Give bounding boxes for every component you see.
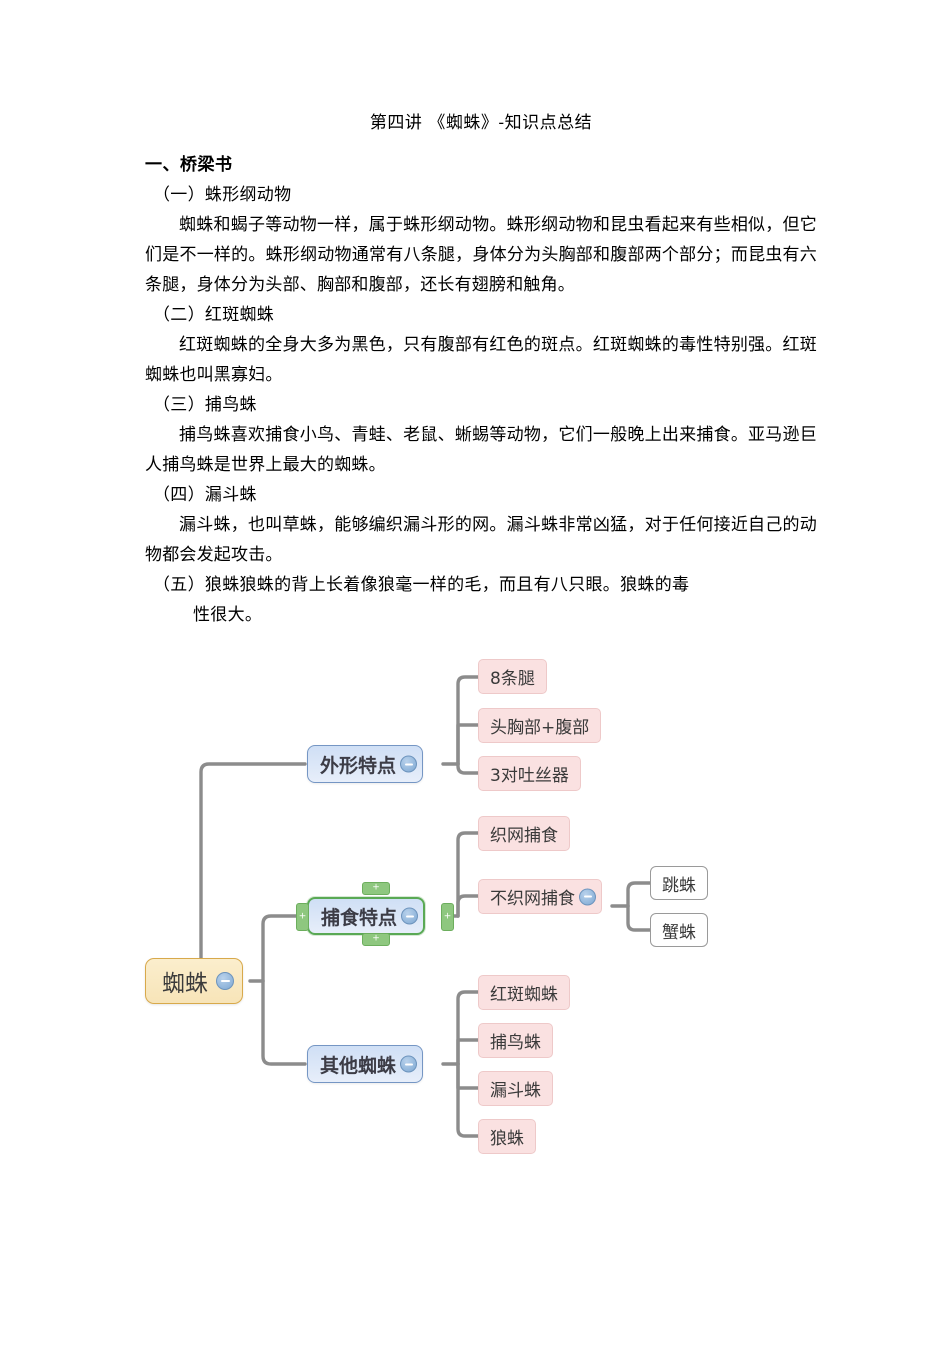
add-sibling-handle-left[interactable]: + — [296, 903, 309, 931]
mindmap-leaf-cephalothorax-abdomen[interactable]: 头胸部+腹部 — [478, 708, 602, 743]
mindmap-leaf-label: 漏斗蛛 — [490, 1081, 541, 1101]
subsection-body-4: 漏斗蛛，也叫草蛛，能够编织漏斗形的网。漏斗蛛非常凶猛，对于任何接近自己的动物都会… — [145, 515, 817, 565]
mindmap-branch-label: 外形特点 — [320, 754, 397, 777]
subsection-heading-4: （四）漏斗蛛 — [153, 485, 257, 505]
mindmap-node-other-spiders[interactable]: 其他蜘蛛 — [307, 1045, 424, 1083]
collapse-minus-icon[interactable] — [401, 907, 419, 925]
mindmap-branch-label: 其他蜘蛛 — [320, 1054, 397, 1077]
section-heading: 一、桥梁书 — [145, 155, 233, 175]
subsection-5-line-2: 性很大。 — [193, 605, 263, 625]
plus-icon: + — [372, 933, 380, 944]
mindmap-leaf-non-web-hunting[interactable]: 不织网捕食 — [478, 879, 602, 914]
mindmap-leaf-jumping-spider[interactable]: 跳蛛 — [650, 866, 708, 900]
mindmap-leaf-label: 捕鸟蛛 — [490, 1033, 541, 1053]
mindmap-leaf-redback-spider[interactable]: 红斑蜘蛛 — [478, 975, 570, 1010]
subsection-heading-3: （三）捕鸟蛛 — [153, 395, 257, 415]
subsection-heading-1: （一）蛛形纲动物 — [153, 185, 292, 205]
subsection-body-1: 蜘蛛和蝎子等动物一样，属于蛛形纲动物。蛛形纲动物和昆虫看起来有些相似，但它们是不… — [145, 215, 817, 295]
add-sibling-handle-bottom[interactable]: + — [362, 933, 390, 946]
plus-icon: + — [372, 882, 380, 893]
mindmap-leaf-crab-spider[interactable]: 蟹蛛 — [650, 913, 708, 947]
collapse-minus-icon[interactable] — [400, 755, 418, 773]
page-title: 第四讲 《蜘蛛》-知识点总结 — [369, 113, 593, 133]
plus-icon: + — [443, 911, 452, 921]
mindmap-leaf-web-hunting[interactable]: 织网捕食 — [478, 816, 570, 851]
mindmap-node-feeding[interactable]: 捕食特点 — [307, 897, 426, 935]
collapse-minus-icon[interactable] — [400, 1055, 418, 1073]
add-sibling-handle-top[interactable]: + — [362, 882, 390, 895]
document-body: 第四讲 《蜘蛛》-知识点总结 一、桥梁书 （一）蛛形纲动物 蜘蛛和蝎子等动物一样… — [145, 108, 817, 630]
mindmap-leaf-label: 蟹蛛 — [662, 922, 696, 943]
subsection-heading-2: （二）红斑蜘蛛 — [153, 305, 275, 325]
mindmap-leaf-tarantula[interactable]: 捕鸟蛛 — [478, 1023, 553, 1058]
collapse-minus-icon[interactable] — [216, 972, 234, 990]
mindmap-leaf-8-legs[interactable]: 8条腿 — [478, 659, 547, 694]
mindmap-leaf-label: 狼蛛 — [490, 1129, 524, 1149]
mindmap-leaf-wolf-spider[interactable]: 狼蛛 — [478, 1119, 536, 1154]
mindmap-leaf-label: 不织网捕食 — [490, 889, 575, 909]
mindmap-leaf-spinnerets[interactable]: 3对吐丝器 — [478, 756, 581, 791]
mindmap-node-root[interactable]: 蜘蛛 — [145, 958, 243, 1004]
mindmap-branch-label: 捕食特点 — [321, 906, 398, 929]
subsection-body-3: 捕鸟蛛喜欢捕食小鸟、青蛙、老鼠、蜥蜴等动物，它们一般晚上出来捕食。亚马逊巨人捕鸟… — [145, 425, 817, 475]
mindmap-leaf-label: 织网捕食 — [490, 826, 558, 846]
subsection-body-2: 红斑蜘蛛的全身大多为黑色，只有腹部有红色的斑点。红斑蜘蛛的毒性特别强。红斑蜘蛛也… — [145, 335, 817, 385]
mindmap-leaf-label: 头胸部+腹部 — [490, 718, 590, 738]
plus-icon: + — [298, 911, 307, 921]
mindmap-leaf-label: 8条腿 — [490, 669, 535, 689]
mindmap-leaf-label: 红斑蜘蛛 — [490, 985, 558, 1005]
mindmap-node-appearance[interactable]: 外形特点 — [307, 745, 424, 783]
add-child-handle-right[interactable]: + — [441, 903, 454, 931]
subsection-5-line-1: （五）狼蛛狼蛛的背上长着像狼毫一样的毛，而且有八只眼。狼蛛的毒 — [153, 575, 690, 595]
mindmap-leaf-label: 3对吐丝器 — [490, 766, 569, 786]
collapse-minus-icon[interactable] — [579, 888, 596, 905]
mindmap-root-label: 蜘蛛 — [162, 971, 208, 997]
mindmap-leaf-funnel-web-spider[interactable]: 漏斗蛛 — [478, 1071, 553, 1106]
mindmap-leaf-label: 跳蛛 — [662, 875, 696, 896]
